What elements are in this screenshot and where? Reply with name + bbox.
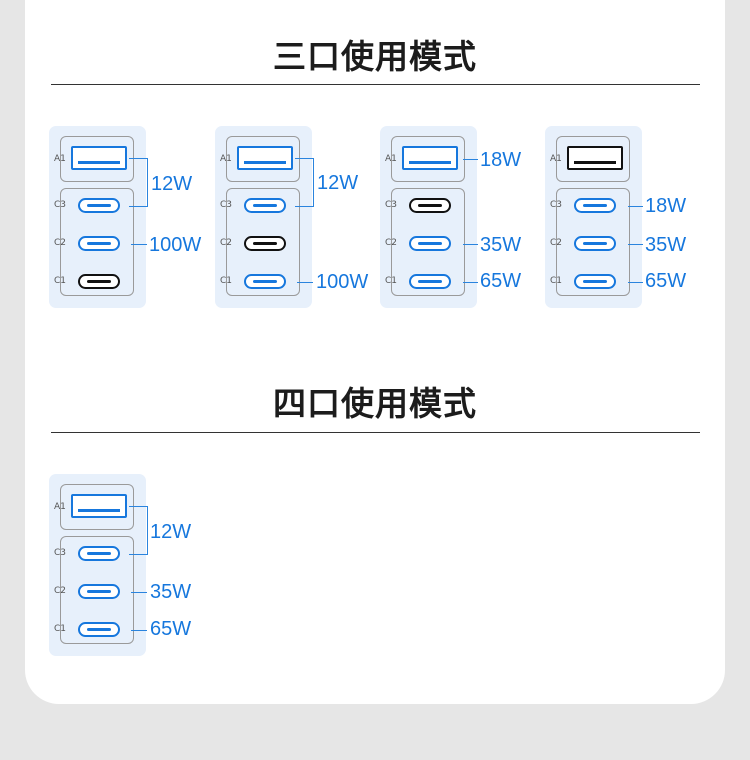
charger-mode-5: A1 C3 C2 C1 (49, 474, 146, 656)
watt-label: 18W (645, 195, 687, 217)
watt-label: 12W (317, 172, 359, 194)
watt-label: 35W (150, 581, 192, 603)
port-label-c2: C2 (550, 238, 563, 248)
usb-c1-port-icon (78, 622, 120, 637)
charger-mode-4: A1 C3 C2 C1 (545, 126, 642, 308)
connector-line (129, 554, 147, 555)
port-label-a1: A1 (550, 154, 562, 164)
watt-label: 12W (151, 173, 193, 195)
usb-c3-port-icon (574, 198, 616, 213)
connector-line (295, 206, 313, 207)
port-label-c2: C2 (220, 238, 233, 248)
connector-line (297, 282, 313, 283)
connector-line (313, 158, 314, 207)
usb-c3-port-icon (244, 198, 286, 213)
usb-a-housing (226, 136, 300, 182)
usb-c-housing (556, 188, 630, 296)
usb-a-port-icon (402, 146, 458, 170)
usb-c2-port-icon (244, 236, 286, 251)
watt-label: 100W (149, 234, 202, 256)
usb-c2-port-icon (78, 236, 120, 251)
connector-line (628, 244, 643, 245)
connector-line (129, 158, 147, 159)
port-label-a1: A1 (54, 502, 66, 512)
usb-c3-port-icon (409, 198, 451, 213)
four-port-divider (51, 432, 700, 433)
charger-mode-3: A1 C3 C2 C1 (380, 126, 477, 308)
connector-line (129, 206, 147, 207)
port-label-a1: A1 (385, 154, 397, 164)
port-label-a1: A1 (54, 154, 66, 164)
port-label-c2: C2 (385, 238, 398, 248)
connector-line (131, 592, 147, 593)
usb-c-housing (391, 188, 465, 296)
usb-c1-port-icon (244, 274, 286, 289)
connector-line (295, 158, 313, 159)
port-label-c1: C1 (385, 276, 398, 286)
port-label-c1: C1 (54, 276, 67, 286)
usb-a-housing (60, 484, 134, 530)
three-port-divider (51, 84, 700, 85)
watt-label: 65W (645, 270, 687, 292)
usb-c3-port-icon (78, 546, 120, 561)
usb-c2-port-icon (78, 584, 120, 599)
connector-line (463, 244, 478, 245)
watt-label: 35W (480, 234, 522, 256)
usb-c1-port-icon (78, 274, 120, 289)
connector-line (628, 206, 643, 207)
usb-a-housing (556, 136, 630, 182)
usb-c2-port-icon (574, 236, 616, 251)
usb-a-housing (60, 136, 134, 182)
port-label-c3: C3 (220, 200, 233, 210)
port-label-a1: A1 (220, 154, 232, 164)
port-label-c3: C3 (54, 548, 67, 558)
usb-c-housing (226, 188, 300, 296)
connector-line (147, 506, 148, 555)
usb-c1-port-icon (574, 274, 616, 289)
port-label-c2: C2 (54, 586, 67, 596)
connector-line (463, 159, 478, 160)
port-label-c2: C2 (54, 238, 67, 248)
usb-c2-port-icon (409, 236, 451, 251)
charger-mode-2: A1 C3 C2 C1 (215, 126, 312, 308)
connector-line (628, 282, 643, 283)
watt-label: 35W (645, 234, 687, 256)
port-label-c3: C3 (550, 200, 563, 210)
usb-c1-port-icon (409, 274, 451, 289)
four-port-title: 四口使用模式 (273, 384, 477, 423)
watt-label: 12W (150, 521, 192, 543)
port-label-c1: C1 (220, 276, 233, 286)
connector-line (129, 506, 147, 507)
usb-c-housing (60, 188, 134, 296)
port-label-c3: C3 (385, 200, 398, 210)
usb-a-port-icon (71, 494, 127, 518)
three-port-title: 三口使用模式 (273, 37, 477, 76)
connector-line (147, 158, 148, 207)
usb-c-housing (60, 536, 134, 644)
watt-label: 65W (480, 270, 522, 292)
usb-a-port-icon (71, 146, 127, 170)
port-label-c3: C3 (54, 200, 67, 210)
usb-c3-port-icon (78, 198, 120, 213)
charger-mode-1: A1 C3 C2 C1 (49, 126, 146, 308)
port-label-c1: C1 (54, 624, 67, 634)
connector-line (463, 282, 478, 283)
watt-label: 65W (150, 618, 192, 640)
connector-line (131, 630, 147, 631)
usb-a-port-icon (237, 146, 293, 170)
watt-label: 18W (480, 149, 522, 171)
usb-a-port-icon (567, 146, 623, 170)
watt-label: 100W (316, 271, 369, 293)
connector-line (131, 244, 147, 245)
port-label-c1: C1 (550, 276, 563, 286)
